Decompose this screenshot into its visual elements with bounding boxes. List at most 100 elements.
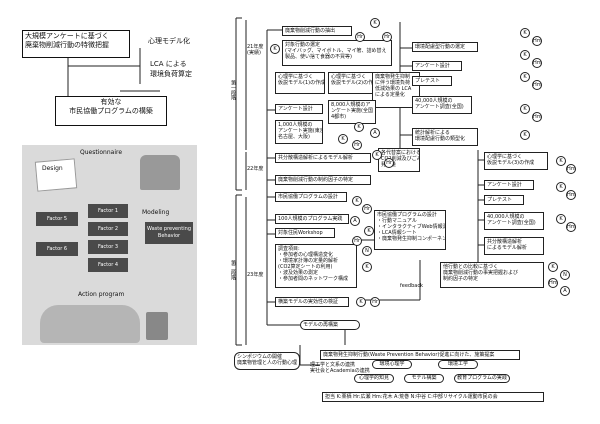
marker-Hm: Hm [566, 164, 576, 174]
psych-knowledge-box: 心理学的知見 [354, 374, 394, 383]
survey-40000-1-box: 40,000人規模の アンケート調査(全国) [412, 96, 472, 114]
marker-A: A [370, 128, 380, 138]
marker-K: K [520, 130, 530, 140]
citizen-program-box: 市民協働プログラムの設計 ・行動マニュアル ・インタラクティブWeb情報源 ・L… [374, 210, 446, 250]
behavior-line-1: Waste preventing [146, 226, 191, 232]
cov2-line-2: によるモデル解析 [487, 245, 527, 251]
typology-box: 統計解析による 環境配慮行動の類型化 [412, 128, 478, 146]
year21-sub: (実績) [247, 50, 261, 56]
phase2-label: 第二段階 [230, 260, 236, 280]
marker-Hm: Hm [532, 36, 542, 46]
cc-line-2: 廃棄物削減行動の事実把握および [443, 270, 519, 276]
factor-box-4: Factor 4 [88, 258, 128, 272]
collab-line-2: 実社会とAcademiaの連携 [310, 368, 370, 374]
prog-line-4: ・LCA情報シート [377, 230, 417, 236]
survey-design-3-box: アンケート設計 [484, 180, 534, 190]
s8000-line-1: 8,000人規模のア [331, 102, 371, 108]
hm2-line-2: 仮説モデル(2)の作成 [331, 80, 378, 86]
items-line-5: ・波及効果の測定 [278, 270, 319, 276]
marker-Hr: Hr [355, 32, 365, 42]
design-card [34, 158, 78, 192]
trash-can-icon [146, 312, 168, 340]
marker-Hm: Hm [566, 222, 576, 232]
marker-A: A [560, 286, 570, 296]
s40k1-line-1: 40,000人規模の [415, 98, 453, 104]
symposium-box: シンポジウムの開催 廃棄物管理と人の行動心理 [234, 352, 300, 370]
legend-box: 担当 K:栗栖 Hr:広瀬 Hm:花木 A:荒巻 N:中谷 C:中部リサイクル運… [322, 392, 544, 402]
program-design-box: 市民協働プログラムの設計 [275, 192, 347, 202]
items-line-2: ・参加者の心理構造変化 [278, 252, 334, 258]
marker-A: A [350, 216, 360, 226]
lca-line-1: 廃棄物発生抑制 [375, 74, 411, 80]
hypothesis-model-2-box: 心理学に基づく 仮説モデル(2)の作成 [328, 72, 378, 94]
marker-K: K [548, 262, 558, 272]
survey-8000-box: 8,000人規模のア ンケート実施(全国 4都市) [328, 100, 376, 124]
prog-line-1: 市民協働プログラムの設計 [377, 212, 437, 218]
covariance-analysis-box: 共分散構造解析によるモデル解析 [275, 153, 371, 163]
factor-box-6: Factor 6 [36, 242, 78, 256]
marker-K: K [364, 226, 374, 236]
marker-Hr: Hr [352, 236, 362, 246]
factor-box-1: Factor 1 [88, 204, 128, 218]
goal-line-2: 市民協働プログラムの構築 [69, 107, 153, 115]
typo-line-1: 統計解析による [415, 130, 450, 136]
marker-K: K [556, 156, 566, 166]
s1000-line-2: アンケート実施(東京 [278, 128, 323, 134]
target-behavior-box: 対象行動の選定 (マイバッグ、マイボトル、マイ箸、詰め替え 製品、使い捨て食器の… [282, 40, 392, 66]
year23-label: 23年度 [247, 272, 264, 278]
s1000-line-3: 名古屋、大阪) [278, 134, 310, 140]
target-line-2: (マイバッグ、マイボトル、マイ箸、詰め替え [285, 48, 387, 54]
model-label-lca: LCA による [150, 60, 187, 68]
questionnaire-label: Questionnaire [80, 149, 123, 156]
marker-Hm: Hm [548, 278, 558, 288]
survey-design-box: アンケート設計 [275, 104, 323, 114]
factor-box-3: Factor 3 [88, 240, 128, 254]
s40k1-line-2: アンケート調査(全国) [415, 104, 464, 110]
behavior-line-2: Behavior [157, 233, 181, 239]
hm3-line-1: 心理学に基づく [487, 154, 523, 160]
survey-1000-box: 1,000人規模の アンケート実施(東京 名古屋、大阪) [275, 120, 323, 144]
year21-label: 21年度 (実績) [247, 44, 263, 56]
co2-line-2: CO2削減及びごみ [381, 156, 420, 162]
person-at-computer-icon [140, 155, 180, 190]
resident-workshop-box: 対象住民Workshop [275, 228, 335, 238]
items-line-4: (CO2算定シートの利用) [278, 264, 333, 270]
co2-line-1: 各代替案における [381, 150, 420, 156]
factor-box-5: Factor 5 [36, 212, 78, 226]
action-program-label: Action program [78, 291, 125, 298]
hm3-line-2: 仮説モデル(3)の作成 [487, 160, 535, 166]
marker-K: K [370, 18, 380, 28]
factor-box-2: Factor 2 [88, 222, 128, 236]
marker-K: K [372, 150, 382, 160]
marker-Hr: Hr [370, 297, 380, 307]
survey-40000-2-box: 40,000人規模の アンケート調査(全国) [484, 212, 544, 230]
items-line-6: ・参加者間のネットワーク構成 [278, 276, 349, 282]
marker-Hm: Hm [532, 80, 542, 90]
hypothesis-model-1-box: 心理学に基づく 仮説モデル(1)の作成 [275, 72, 325, 94]
modeling-label: Modeling [142, 209, 170, 216]
sympo-line-2: 廃棄物管理と人の行動心理 [237, 360, 298, 366]
prog-line-3: ・インタラクティブWeb情報源 [377, 224, 446, 230]
s8000-line-2: ンケート実施(全国 [331, 108, 373, 114]
hm2-line-1: 心理学に基づく [331, 74, 367, 80]
marker-Hr: Hr [362, 204, 372, 214]
typo-line-2: 環境配慮行動の類型化 [415, 136, 466, 142]
marker-K: K [338, 134, 348, 144]
env-psych-box: 環境心理学 [372, 360, 412, 369]
marker-Hm: Hm [532, 58, 542, 68]
marker-K: K [356, 297, 366, 307]
marker-K: K [520, 104, 530, 114]
lca-line-4: による定量化 [375, 92, 405, 98]
pretest-1-box: プレテスト [412, 76, 452, 86]
env-eng-box: 環境工学 [438, 360, 478, 369]
hypothesis-model-3-box: 心理学に基づく 仮説モデル(3)の作成 [484, 152, 548, 170]
marker-K: K [520, 28, 530, 38]
edu-program-box: 教育プログラムの実践 [454, 374, 510, 383]
s40k2-line-1: 40,000人規模の [487, 214, 525, 220]
model-build-box: モデル構築 [404, 374, 444, 383]
aim-line-1: 大規模アンケートに基づく [25, 32, 109, 40]
constraint-factor-box: 廃棄物削減行動の制約因子の特定 [275, 175, 371, 185]
marker-K: K [520, 50, 530, 60]
aim-line-2: 廃棄物削減行動の特徴把握 [25, 41, 109, 49]
s8000-line-3: 4都市) [331, 114, 347, 120]
